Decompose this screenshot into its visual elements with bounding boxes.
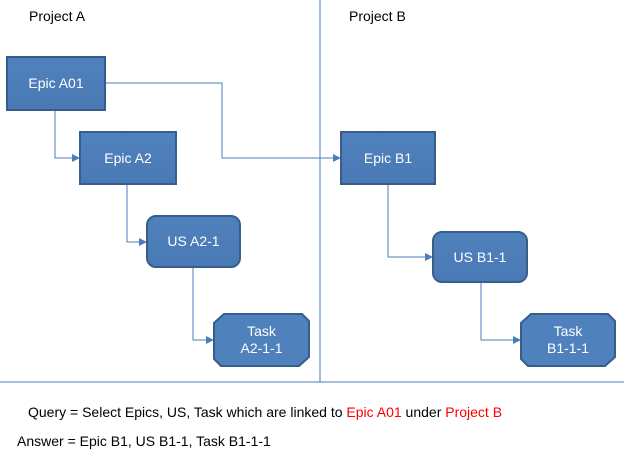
connector-epic-a2-to-us-a2-1: [126, 185, 147, 246]
query-highlight-epic: Epic A01: [346, 404, 402, 420]
node-epic-a2[interactable]: Epic A2: [79, 131, 177, 185]
node-task-b1-1-1[interactable]: Task B1-1-1: [520, 313, 616, 367]
node-epic-a2-label: Epic A2: [104, 149, 152, 166]
connector-us-a2-1-to-task-a2-1-1: [192, 268, 214, 344]
task-b-line2: B1-1-1: [546, 340, 590, 356]
node-epic-b1-label: Epic B1: [363, 149, 413, 166]
project-b-heading: Project B: [349, 8, 406, 24]
node-task-a2-1-1-label: Task A2-1-1: [240, 323, 282, 357]
node-epic-a01[interactable]: Epic A01: [6, 56, 106, 111]
task-b-line1: Task: [553, 323, 583, 339]
query-highlight-project: Project B: [445, 404, 503, 420]
task-shape-a: [213, 313, 310, 367]
node-us-a2-1-label: US A2-1: [167, 233, 220, 249]
node-us-b1-1[interactable]: US B1-1: [432, 231, 528, 283]
query-text: Query = Select Epics, US, Task which are…: [28, 404, 502, 420]
node-epic-b1[interactable]: Epic B1: [340, 131, 436, 185]
query-prefix: Query = Select Epics, US, Task which are…: [28, 404, 347, 420]
query-middle: under: [401, 404, 446, 420]
node-us-b1-1-label: US B1-1: [453, 248, 507, 265]
connector-epic-a01-to-epic-b1: [106, 82, 341, 162]
task-shape-b: [520, 313, 616, 367]
node-us-a2-1[interactable]: US A2-1: [146, 215, 241, 268]
task-a-line2: A2-1-1: [240, 340, 283, 356]
node-epic-a01-label: Epic A01: [28, 75, 84, 91]
connector-us-b1-1-to-task-b1-1-1: [480, 283, 521, 344]
node-task-b1-1-1-label: Task B1-1-1: [547, 323, 589, 357]
connector-epic-a01-to-epic-a2: [54, 111, 80, 162]
node-task-a2-1-1[interactable]: Task A2-1-1: [213, 313, 310, 367]
project-a-heading: Project A: [29, 8, 86, 24]
answer-text: Answer = Epic B1, US B1-1, Task B1-1-1: [17, 433, 271, 449]
task-a-line1: Task: [247, 323, 276, 339]
connector-epic-b1-to-us-b1-1: [387, 185, 433, 261]
